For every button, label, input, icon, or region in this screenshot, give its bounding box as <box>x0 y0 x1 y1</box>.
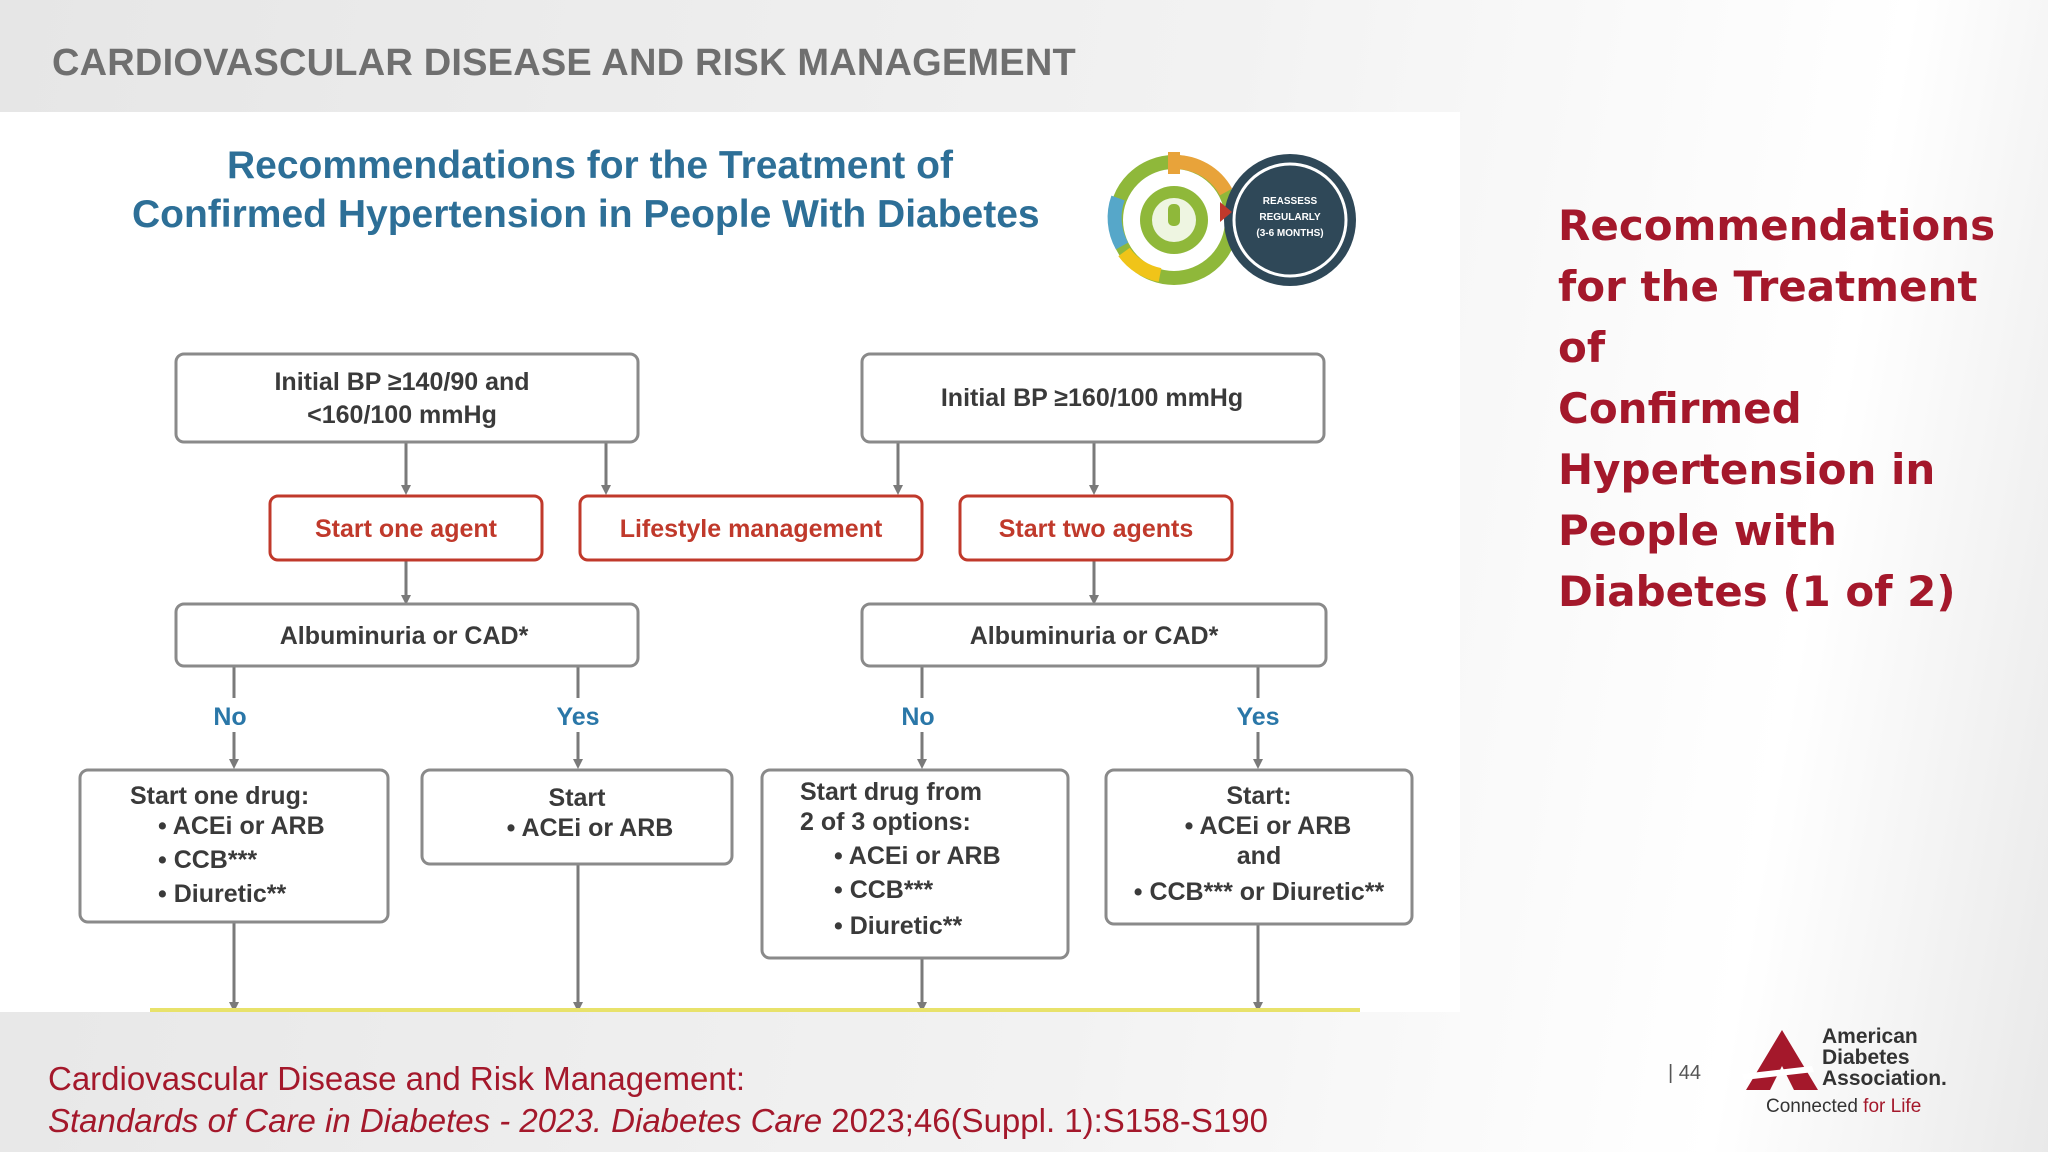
start-one-agent-box: Start one agent <box>268 494 544 562</box>
lifestyle-management-box: Lifestyle management <box>578 494 924 562</box>
slide-title-line-1: Recommendations <box>1558 201 1996 250</box>
ada-logo-line-3: Association. <box>1822 1067 1947 1090</box>
start-two-agents-label: Start two agents <box>999 515 1193 543</box>
drug-box-4-line-1: Start: <box>1226 782 1291 810</box>
flowchart-connectors <box>229 442 1263 1012</box>
albuminuria-left-box: Albuminuria or CAD* <box>174 602 640 668</box>
ada-tagline-for-life: for Life <box>1857 1096 1922 1117</box>
drug-box-two-of-three: Start drug from 2 of 3 options: • ACEi o… <box>760 768 1070 960</box>
drug-box-4-line-4: • CCB*** or Diuretic** <box>1134 878 1385 906</box>
ada-logo: American Diabetes Association. Connected… <box>1742 1022 1972 1122</box>
drug-box-3-line-5: • Diuretic** <box>834 912 963 940</box>
slide-title-line-4: Hypertension in <box>1558 445 1936 494</box>
section-header: CARDIOVASCULAR DISEASE AND RISK MANAGEME… <box>52 42 1076 84</box>
drug-box-ace-arb: Start • ACEi or ARB <box>420 768 734 866</box>
citation-journal: Standards of Care in Diabetes - 2023. Di… <box>48 1102 823 1139</box>
drug-box-1-line-3: • CCB*** <box>158 846 257 874</box>
flowchart-title-line-2: Confirmed Hypertension in People With Di… <box>132 193 1040 236</box>
albuminuria-left-label: Albuminuria or CAD* <box>280 622 529 650</box>
branch-yes-left: Yes <box>556 703 599 731</box>
drug-box-3-line-2: 2 of 3 options: <box>800 808 971 836</box>
initial-bp-left-line-1: Initial BP ≥140/90 and <box>274 368 529 396</box>
ada-logo-name: American Diabetes Association. <box>1822 1026 1947 1089</box>
drug-box-3-line-1: Start drug from <box>800 778 982 806</box>
slide-title-line-3: Confirmed <box>1558 384 1802 433</box>
initial-bp-left-line-2: <160/100 mmHg <box>307 401 497 429</box>
branch-no-left: No <box>213 703 246 731</box>
drug-box-3-line-4: • CCB*** <box>834 876 933 904</box>
ada-logo-line-2: Diabetes <box>1822 1046 1910 1069</box>
drug-box-1-line-2: • ACEi or ARB <box>158 812 325 840</box>
lifestyle-management-label: Lifestyle management <box>620 515 883 543</box>
drug-box-4-line-2: • ACEi or ARB <box>1185 812 1352 840</box>
albuminuria-right-box: Albuminuria or CAD* <box>860 602 1328 668</box>
initial-bp-left-box: Initial BP ≥140/90 and <160/100 mmHg <box>174 352 640 444</box>
ada-tagline-connected: Connected <box>1766 1096 1858 1117</box>
slide-title-line-2: for the Treatment of <box>1558 262 1978 372</box>
flowchart-title-line-1: Recommendations for the Treatment of <box>227 144 954 187</box>
drug-box-2-line-1: Start <box>549 784 607 812</box>
drug-box-3-line-3: • ACEi or ARB <box>834 842 1001 870</box>
page-number: | 44 <box>1668 1062 1701 1084</box>
ada-tagline: Connected for Life <box>1766 1096 1921 1118</box>
citation-volume: 2023;46(Suppl. 1):S158-S190 <box>822 1102 1268 1139</box>
initial-bp-right-label: Initial BP ≥160/100 mmHg <box>941 384 1243 412</box>
slide-title-line-5: People with <box>1558 506 1837 555</box>
branch-no-right: No <box>901 703 934 731</box>
flowchart-svg: Recommendations for the Treatment of Con… <box>78 144 1414 1012</box>
cycle-badge-line-2: REGULARLY <box>1259 212 1321 223</box>
branch-yes-right: Yes <box>1236 703 1279 731</box>
drug-box-one-drug: Start one drug: • ACEi or ARB • CCB*** •… <box>78 768 390 924</box>
slide-title: Recommendations for the Treatment of Con… <box>1558 195 2018 622</box>
cycle-badge-line-1: REASSESS <box>1263 196 1318 207</box>
citation: Cardiovascular Disease and Risk Manageme… <box>48 1058 1268 1142</box>
slide-title-line-6: Diabetes (1 of 2) <box>1558 567 1956 616</box>
drug-box-1-line-1: Start one drug: <box>130 782 309 810</box>
albuminuria-right-label: Albuminuria or CAD* <box>970 622 1219 650</box>
drug-box-combination: Start: • ACEi or ARB and • CCB*** or Diu… <box>1104 768 1414 926</box>
ada-triangle-icon <box>1742 1030 1818 1090</box>
initial-bp-right-box: Initial BP ≥160/100 mmHg <box>860 352 1326 444</box>
citation-line-1: Cardiovascular Disease and Risk Manageme… <box>48 1060 745 1097</box>
start-one-agent-label: Start one agent <box>315 515 498 543</box>
ada-logo-line-1: American <box>1822 1025 1918 1048</box>
flowchart-figure: Recommendations for the Treatment of Con… <box>0 112 1460 1012</box>
drug-box-4-line-3: and <box>1237 842 1281 870</box>
reassess-cycle-icon: REASSESS REGULARLY (3-6 MONTHS) <box>1107 152 1356 286</box>
drug-box-1-line-4: • Diuretic** <box>158 880 287 908</box>
cycle-badge-line-3: (3-6 MONTHS) <box>1256 228 1323 239</box>
citation-line-2: Standards of Care in Diabetes - 2023. Di… <box>48 1100 1268 1142</box>
start-two-agents-box: Start two agents <box>958 494 1234 562</box>
drug-box-2-line-2: • ACEi or ARB <box>507 814 674 842</box>
